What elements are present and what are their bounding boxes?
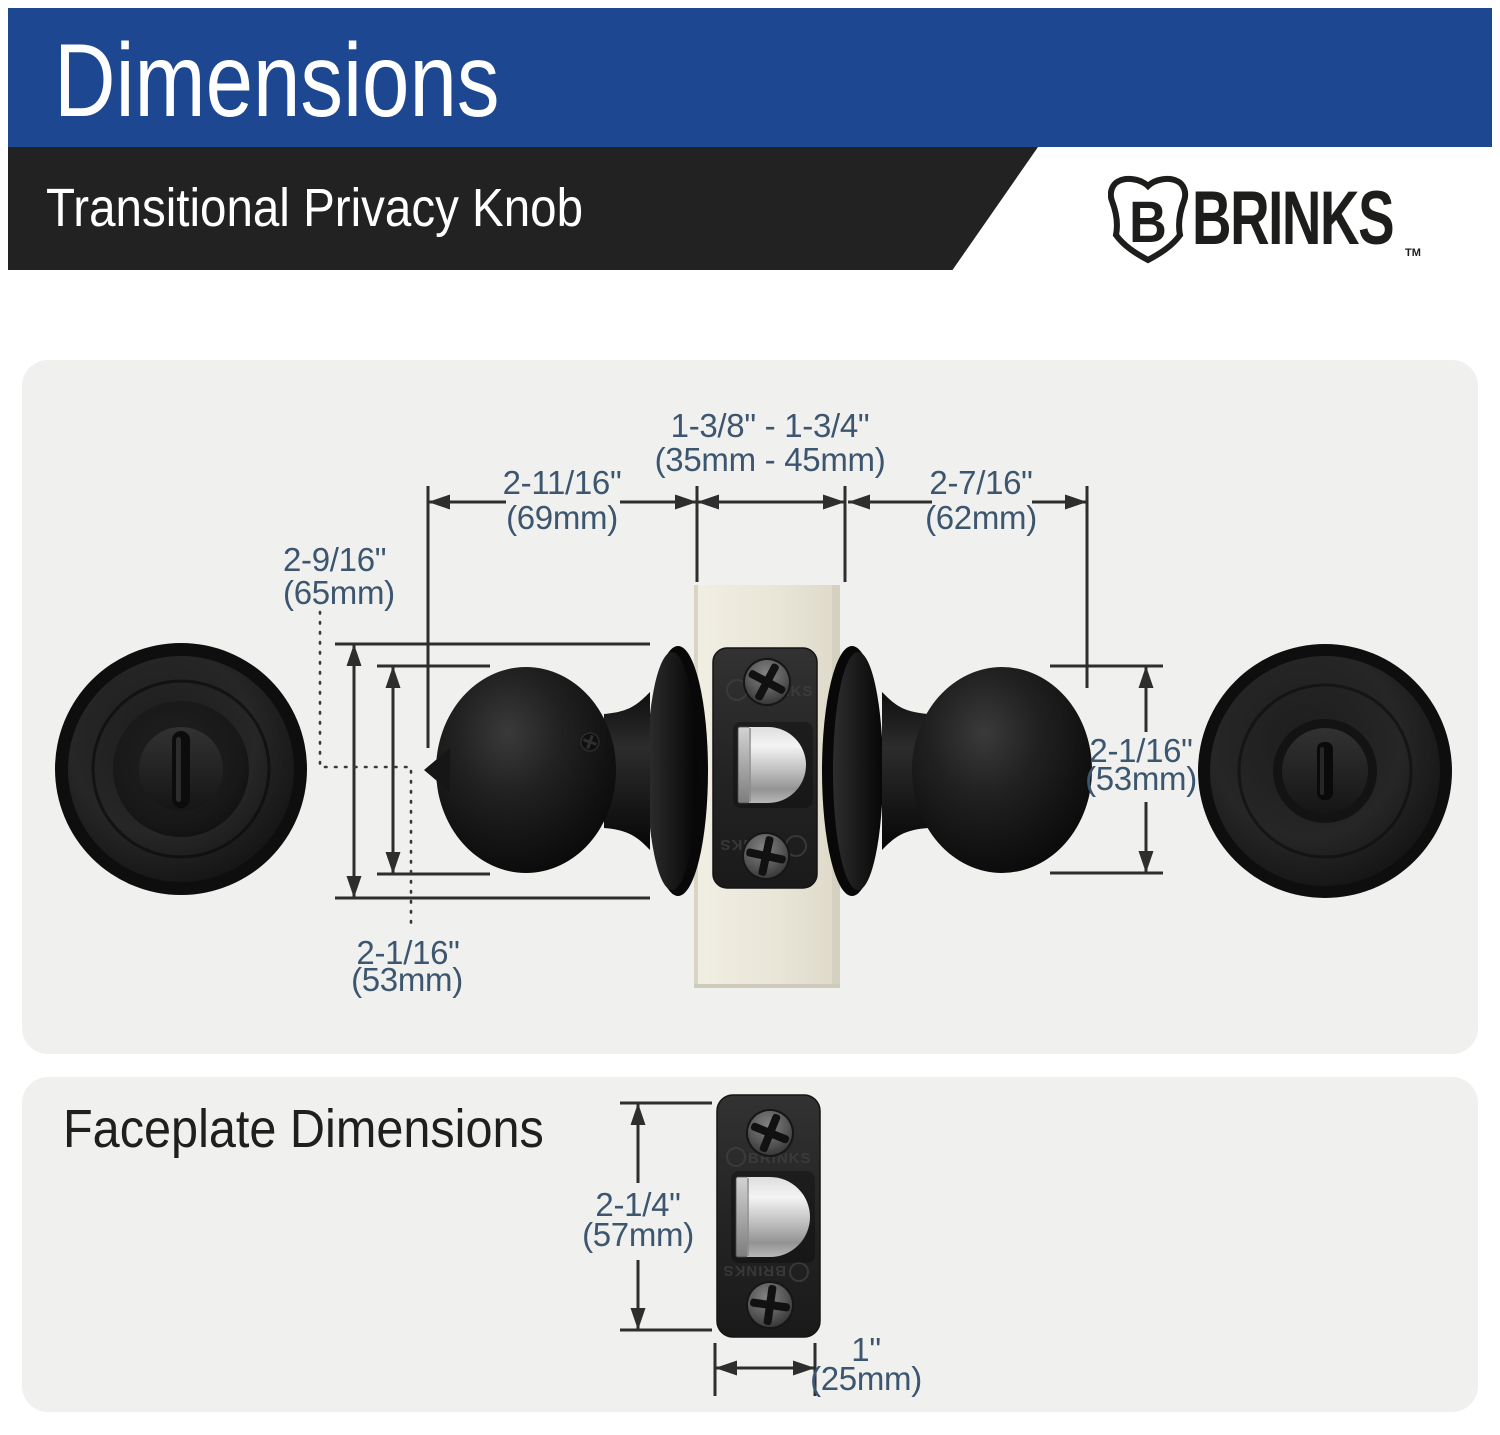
brand-logo: B BRINKS TM (1107, 172, 1438, 268)
brand-name: BRINKS (1192, 176, 1393, 261)
brand-trademark: TM (1405, 247, 1421, 259)
main-diagram-panel (22, 360, 1478, 1054)
product-subtitle: Transitional Privacy Knob (46, 177, 584, 238)
brand-shield-icon: B (1107, 175, 1189, 264)
page-title: Dimensions (54, 23, 500, 139)
faceplate-heading: Faceplate Dimensions (63, 1099, 544, 1159)
brand-shield-letter: B (1129, 189, 1167, 254)
header-banner: Dimensions (8, 8, 1492, 147)
product-banner: Transitional Privacy Knob (8, 147, 1038, 270)
